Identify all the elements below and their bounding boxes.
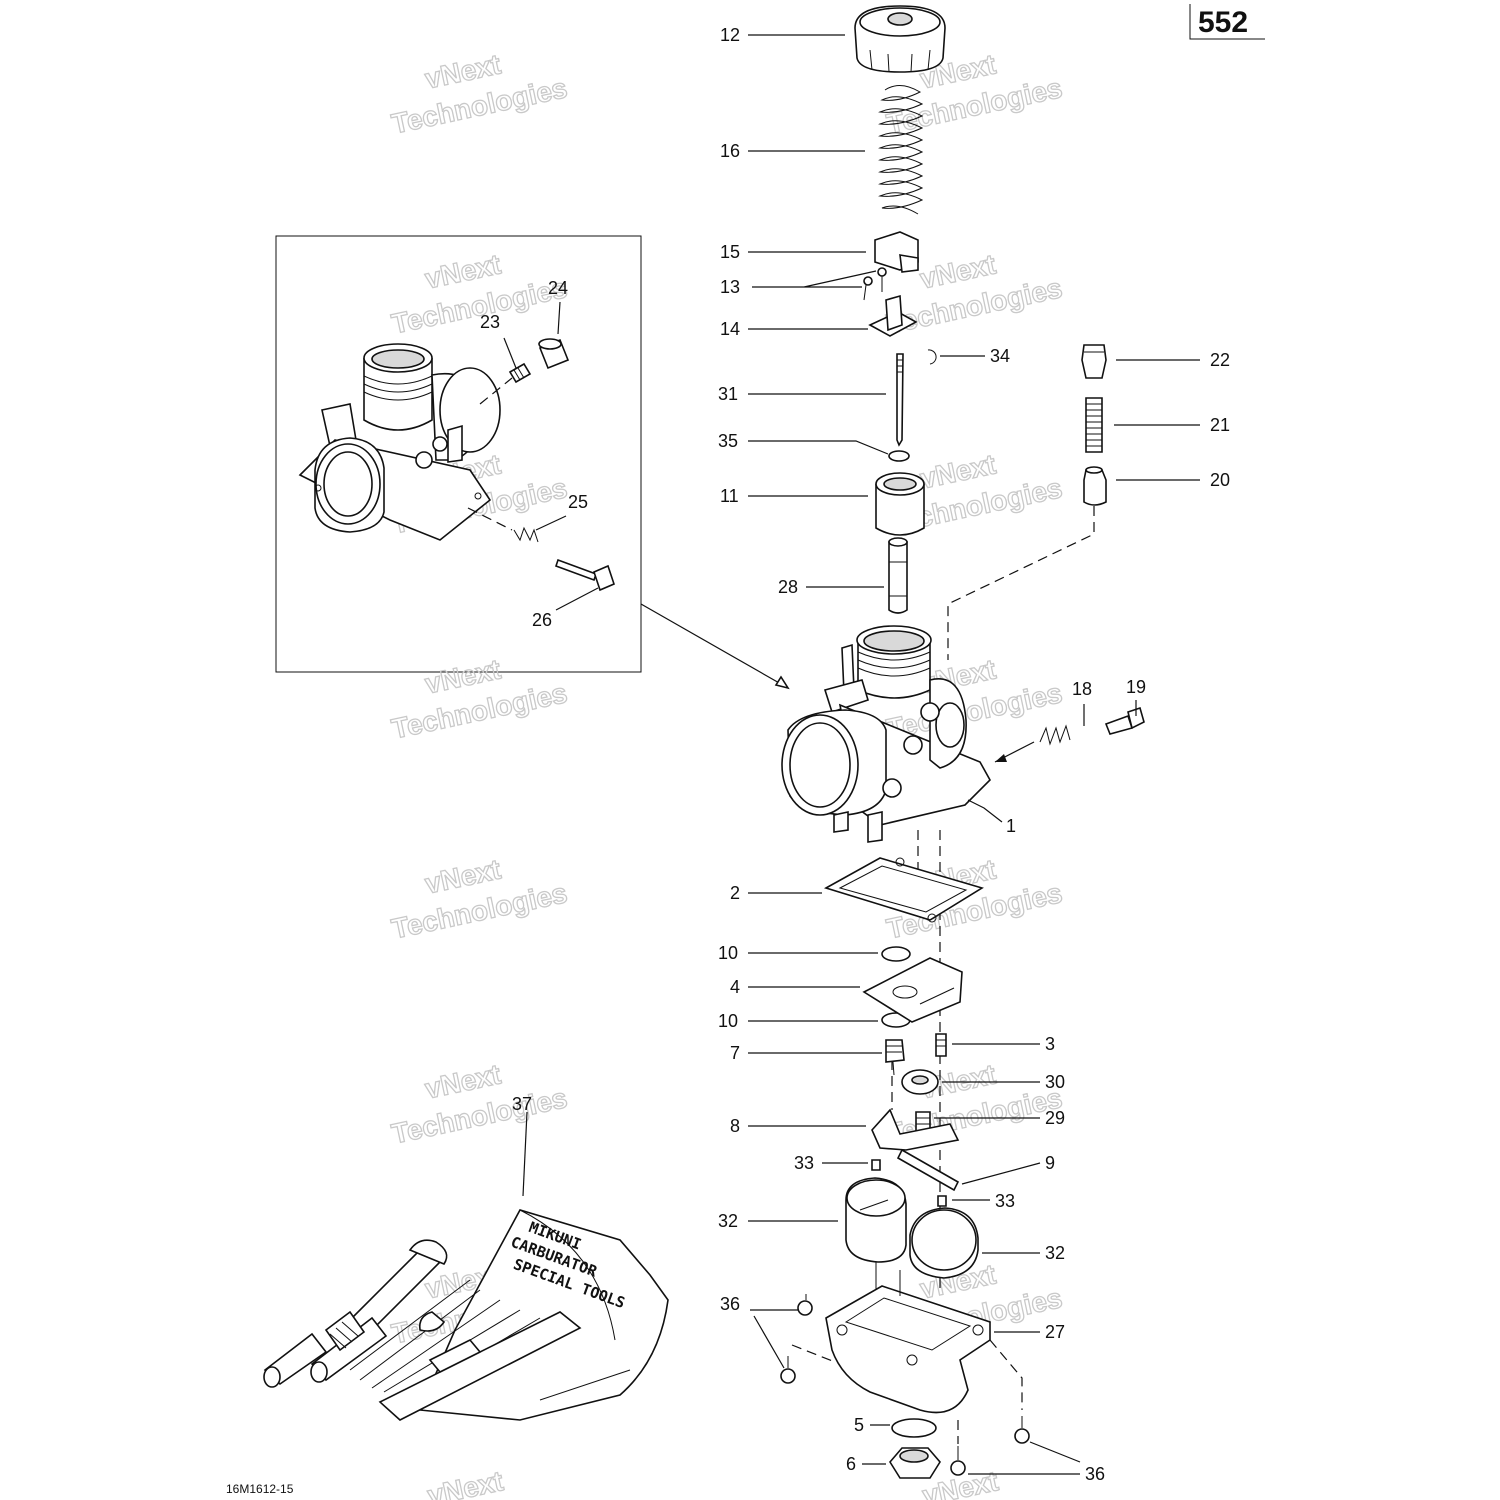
part-13-screws [863, 267, 887, 301]
part-33-plug-left [871, 1159, 881, 1171]
callout-31: 31 [718, 384, 738, 404]
part-32-float-left [845, 1177, 907, 1263]
part-14-holder [868, 294, 918, 337]
part-2-gasket [823, 857, 984, 923]
callout-9: 9 [1045, 1153, 1055, 1173]
callout-33-left: 33 [794, 1153, 814, 1173]
callout-32-right: 32 [1045, 1243, 1065, 1263]
part-4-baffle-plate [862, 957, 963, 1023]
part-24-cap [538, 338, 570, 370]
inset-carburetor [298, 343, 501, 541]
callout-21: 21 [1210, 415, 1230, 435]
callout-32-left: 32 [718, 1211, 738, 1231]
callout-numbers: 12 16 15 13 14 34 31 35 11 28 22 21 20 1… [480, 25, 1230, 1484]
part-35-washer [888, 450, 910, 462]
callout-3: 3 [1045, 1034, 1055, 1054]
inset-pointer-arrow [640, 603, 789, 689]
part-10-o-ring-upper [881, 946, 911, 962]
part-8-float-arm [871, 1108, 960, 1151]
callout-36-right: 36 [1085, 1464, 1105, 1484]
callout-7: 7 [730, 1043, 740, 1063]
callout-4: 4 [730, 977, 740, 997]
callout-20: 20 [1210, 470, 1230, 490]
detail-inset-frame [275, 235, 642, 673]
callout-27: 27 [1045, 1322, 1065, 1342]
callout-18: 18 [1072, 679, 1092, 699]
part-31-needle [896, 353, 904, 447]
callout-36-left: 36 [720, 1294, 740, 1314]
callout-22: 22 [1210, 350, 1230, 370]
part-6-drain-plug [889, 1447, 941, 1479]
part-22-fitting [1081, 344, 1107, 379]
part-28-needle-jet [888, 537, 908, 614]
callout-23: 23 [480, 312, 500, 332]
callout-11: 11 [720, 486, 739, 506]
callout-26: 26 [532, 610, 552, 630]
page-number-box: 552 [1189, 4, 1265, 40]
callout-16: 16 [720, 141, 740, 161]
callout-10-lower: 10 [718, 1011, 738, 1031]
part-1-carburetor-body [781, 625, 991, 843]
callout-15: 15 [720, 242, 740, 262]
part-23-screw [508, 362, 532, 384]
part-3-pilot-jet [935, 1033, 947, 1057]
part-7-needle-valve [885, 1039, 905, 1076]
part-32-float-right [909, 1207, 979, 1279]
callout-37: 37 [512, 1094, 532, 1114]
part-5-o-ring [891, 1418, 937, 1438]
callout-1: 1 [1006, 816, 1016, 836]
part-36-screw-d [950, 1446, 966, 1476]
part-36-screw-c [1014, 1416, 1030, 1444]
callout-10-upper: 10 [718, 943, 738, 963]
part-26-screw [554, 558, 615, 592]
callout-25: 25 [568, 492, 588, 512]
part-36-screw-b [780, 1356, 796, 1384]
callout-5: 5 [854, 1415, 864, 1435]
part-30-washer [901, 1069, 939, 1095]
part-37-tool-kit: MIKUNI CARBURATOR SPECIAL TOOLS [263, 1209, 669, 1421]
callout-13: 13 [720, 277, 740, 297]
callout-8: 8 [730, 1116, 740, 1136]
part-20-plug [1083, 466, 1107, 506]
part-19-screw [1104, 706, 1145, 735]
svg-text:vNext: vNext [425, 1465, 506, 1500]
part-18-spring [1039, 724, 1071, 746]
callout-34: 34 [990, 346, 1010, 366]
callout-35: 35 [718, 431, 738, 451]
part-21-spring [1085, 397, 1103, 453]
callout-14: 14 [720, 319, 740, 339]
callout-30: 30 [1045, 1072, 1065, 1092]
part-12-cap [854, 5, 946, 73]
part-25-spring [513, 526, 539, 543]
part-34-clip [927, 349, 937, 365]
page-number: 552 [1198, 6, 1248, 39]
part-16-spring [878, 85, 924, 215]
callout-6: 6 [846, 1454, 856, 1474]
callout-28: 28 [778, 577, 798, 597]
part-11-throttle-valve [875, 472, 925, 536]
part-27-float-bowl [825, 1262, 991, 1414]
callout-24: 24 [548, 278, 568, 298]
part-33-plug-right [937, 1195, 947, 1207]
drawing-reference: 16M1612-15 [226, 1482, 294, 1496]
part-9-pin [896, 1148, 960, 1192]
callout-2: 2 [730, 883, 740, 903]
leader-lines [503, 34, 1200, 1475]
callout-33-right: 33 [995, 1191, 1015, 1211]
callout-19: 19 [1126, 677, 1146, 697]
callout-29: 29 [1045, 1108, 1065, 1128]
part-36-screw-a [797, 1294, 813, 1316]
part-15-plate [874, 231, 919, 273]
callout-12: 12 [720, 25, 740, 45]
